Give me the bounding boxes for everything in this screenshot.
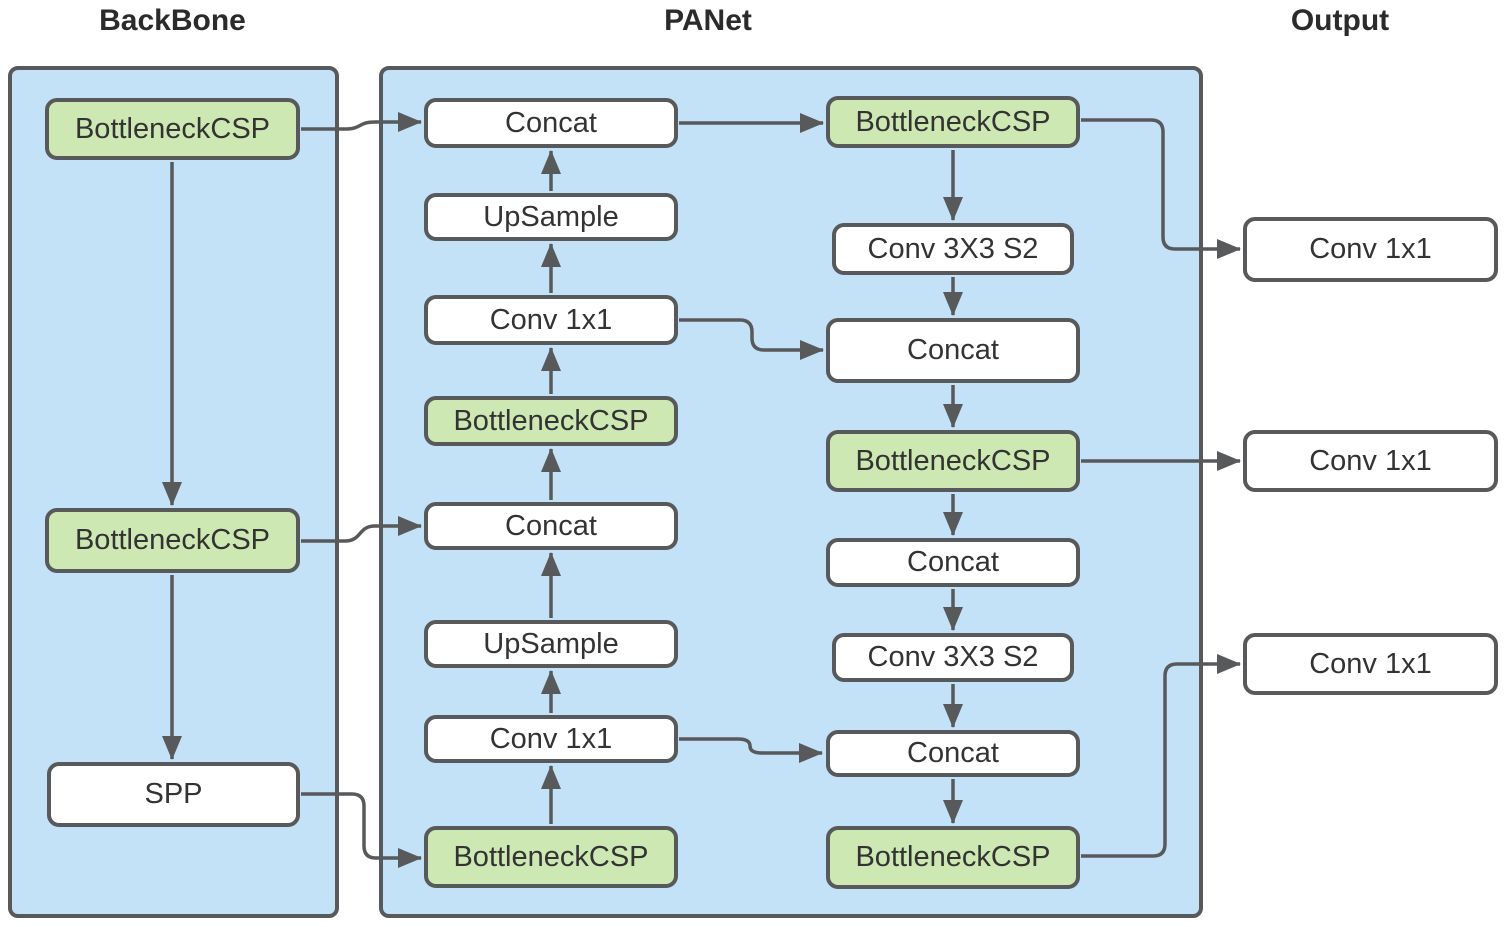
output-title: Output — [1290, 4, 1390, 37]
node-panet-right-concat-1: Concat — [826, 318, 1080, 383]
node-panet-right-concat-3: Concat — [826, 730, 1080, 777]
node-panet-left-upsample-1: UpSample — [424, 193, 678, 241]
panet-title: PANet — [664, 4, 752, 37]
node-panet-right-bottleneckcsp-2: BottleneckCSP — [826, 430, 1080, 492]
node-backbone-bottleneckcsp-1: BottleneckCSP — [45, 98, 300, 160]
node-output-conv1x1-1: Conv 1x1 — [1243, 217, 1498, 282]
node-panet-left-conv1x1-1: Conv 1x1 — [424, 295, 678, 345]
node-panet-right-bottleneckcsp-1: BottleneckCSP — [826, 96, 1080, 148]
node-panet-right-conv3x3s2-1: Conv 3X3 S2 — [832, 223, 1074, 275]
node-output-conv1x1-2: Conv 1x1 — [1243, 430, 1498, 492]
node-panet-left-conv1x1-2: Conv 1x1 — [424, 715, 678, 763]
node-backbone-spp: SPP — [47, 762, 300, 827]
node-output-conv1x1-3: Conv 1x1 — [1243, 633, 1498, 695]
node-panet-left-bottleneckcsp-2: BottleneckCSP — [424, 826, 678, 888]
node-panet-left-concat-2: Concat — [424, 502, 678, 550]
node-panet-right-concat-2: Concat — [826, 538, 1080, 587]
node-backbone-bottleneckcsp-2: BottleneckCSP — [45, 508, 300, 573]
node-panet-left-bottleneckcsp-1: BottleneckCSP — [424, 396, 678, 446]
node-panet-right-conv3x3s2-2: Conv 3X3 S2 — [832, 633, 1074, 682]
node-panet-right-bottleneckcsp-3: BottleneckCSP — [826, 826, 1080, 889]
node-panet-left-upsample-2: UpSample — [424, 620, 678, 668]
backbone-title: BackBone — [99, 4, 246, 37]
node-panet-left-concat-1: Concat — [424, 98, 678, 148]
